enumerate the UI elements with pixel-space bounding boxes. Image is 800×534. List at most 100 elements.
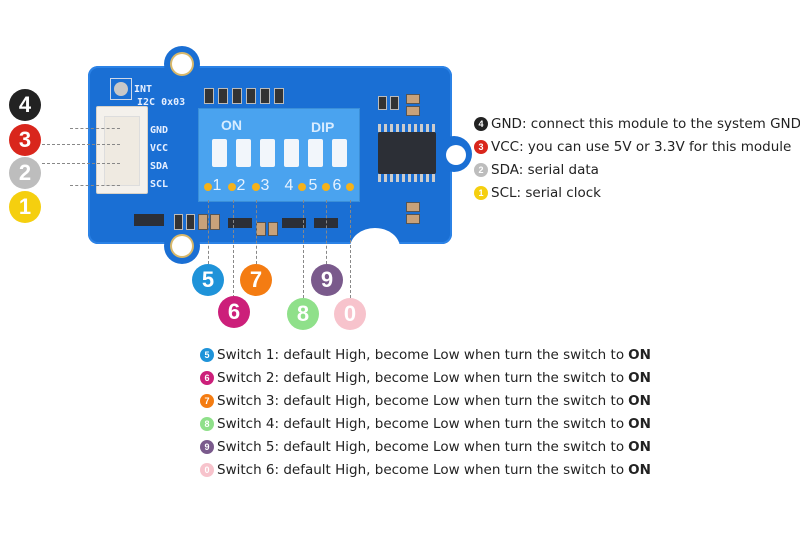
switch-badge-5: 5 (192, 264, 224, 296)
pin-legend-row: 4 GND: connect this module to the system… (474, 112, 800, 135)
capacitor (406, 214, 420, 224)
capacitor (256, 222, 266, 236)
dip-toggle-3[interactable] (260, 139, 275, 167)
switch-legend-row: 8 Switch 4: default High, become Low whe… (200, 412, 651, 435)
leader-line (233, 200, 234, 298)
switch-legend-on: ON (628, 346, 651, 363)
pin-badge-3: 3 (9, 124, 41, 156)
switch-badge-8: 8 (287, 298, 319, 330)
switch-legend-text: Switch 2: default High, become Low when … (217, 369, 625, 386)
pin-legend-row: 2 SDA: serial data (474, 158, 800, 181)
switch-point-dot (322, 183, 330, 191)
pin-legend-badge: 1 (474, 185, 488, 200)
pin-legend-text: GND: connect this module to the system G… (491, 115, 800, 132)
switch-legend-on: ON (628, 369, 651, 386)
dip-toggle-4[interactable] (284, 139, 299, 167)
pin-label-scl: SCL (150, 179, 169, 190)
leader-line (42, 163, 120, 164)
leader-line (208, 200, 209, 264)
pin-legend-row: 3 VCC: you can use 5V or 3.3V for this m… (474, 135, 800, 158)
switch-legend-badge: 8 (200, 416, 214, 431)
mounting-hole-right-inner (446, 145, 466, 165)
pin-badge-1: 1 (9, 191, 41, 223)
ic-pins-top (378, 124, 436, 132)
i2c-address-label: I2C 0x03 (137, 97, 186, 108)
pin-label-sda: SDA (150, 161, 169, 172)
switch-legend-text: Switch 4: default High, become Low when … (217, 415, 625, 432)
mounting-hole-top-inner (172, 54, 192, 74)
switch-badge-9: 9 (311, 264, 343, 296)
switch-legend-on: ON (628, 438, 651, 455)
pin-legend-badge: 2 (474, 162, 488, 177)
switch-point-dot (346, 183, 354, 191)
dip-on-label: ON (221, 117, 242, 133)
pin-legend-badge: 3 (474, 139, 488, 154)
switch-legend-badge: 5 (200, 347, 214, 362)
dip-toggle-1[interactable] (212, 139, 227, 167)
dip-toggle-2[interactable] (236, 139, 251, 167)
leader-line (326, 200, 327, 264)
resistor (260, 88, 270, 104)
capacitor (198, 214, 208, 230)
switch-legend-badge: 0 (200, 462, 214, 477)
resistor (174, 214, 183, 230)
resistor (204, 88, 214, 104)
switch-legend-text: Switch 6: default High, become Low when … (217, 461, 625, 478)
dip-dip-label: DIP (311, 119, 335, 135)
resistor (186, 214, 195, 230)
grove-connector-inner (104, 116, 140, 186)
switch-legend-badge: 7 (200, 393, 214, 408)
resistor (232, 88, 242, 104)
switch-legend-badge: 9 (200, 439, 214, 454)
pin-legend-text: SDA: serial data (491, 161, 599, 178)
switch-badge-0: 0 (334, 298, 366, 330)
switch-point-dot (228, 183, 236, 191)
switch-point-dot (298, 183, 306, 191)
dip-switch: ON DIP 1 2 3 4 5 6 (198, 108, 360, 202)
switch-legend-badge: 6 (200, 370, 214, 385)
leader-line (70, 128, 120, 129)
capacitor (406, 106, 420, 116)
resistor (390, 96, 399, 110)
switch-legend-on: ON (628, 415, 651, 432)
switch-badge-7: 7 (240, 264, 272, 296)
switch-legend-text: Switch 5: default High, become Low when … (217, 438, 625, 455)
switch-legend-row: 6 Switch 2: default High, become Low whe… (200, 366, 651, 389)
leader-line (42, 144, 120, 145)
switch-legend: 5 Switch 1: default High, become Low whe… (200, 343, 651, 481)
dip-number-row: 1 2 3 4 5 6 (205, 177, 349, 195)
leader-line (256, 200, 257, 264)
resistor (218, 88, 228, 104)
switch-legend-text: Switch 1: default High, become Low when … (217, 346, 625, 363)
dip-number: 3 (260, 177, 270, 194)
switch-legend-text: Switch 3: default High, become Low when … (217, 392, 625, 409)
pin-legend: 4 GND: connect this module to the system… (474, 112, 800, 204)
resistor (378, 96, 387, 110)
ic-pins-bottom (378, 174, 436, 182)
int-pad (110, 78, 132, 100)
capacitor (210, 214, 220, 230)
transistor (228, 218, 252, 228)
dip-toggle-6[interactable] (332, 139, 347, 167)
switch-point-dot (252, 183, 260, 191)
mounting-hole-bottom-inner (172, 236, 192, 256)
leader-line (350, 200, 351, 298)
capacitor (268, 222, 278, 236)
switch-legend-row: 9 Switch 5: default High, become Low whe… (200, 435, 651, 458)
pin-label-vcc: VCC (150, 143, 169, 154)
dip-toggle-5[interactable] (308, 139, 323, 167)
ic-chip (378, 132, 436, 174)
pin-legend-badge: 4 (474, 116, 488, 131)
switch-point-dot (204, 183, 212, 191)
switch-legend-row: 5 Switch 1: default High, become Low whe… (200, 343, 651, 366)
dip-number: 4 (284, 177, 294, 194)
transistor (134, 214, 164, 226)
switch-legend-on: ON (628, 461, 651, 478)
transistor (282, 218, 306, 228)
switch-badge-6: 6 (218, 296, 250, 328)
int-label: INT (134, 84, 153, 95)
capacitor (406, 94, 420, 104)
pin-badge-2: 2 (9, 157, 41, 189)
pin-legend-row: 1 SCL: serial clock (474, 181, 800, 204)
dip-number: 1 (212, 177, 222, 194)
